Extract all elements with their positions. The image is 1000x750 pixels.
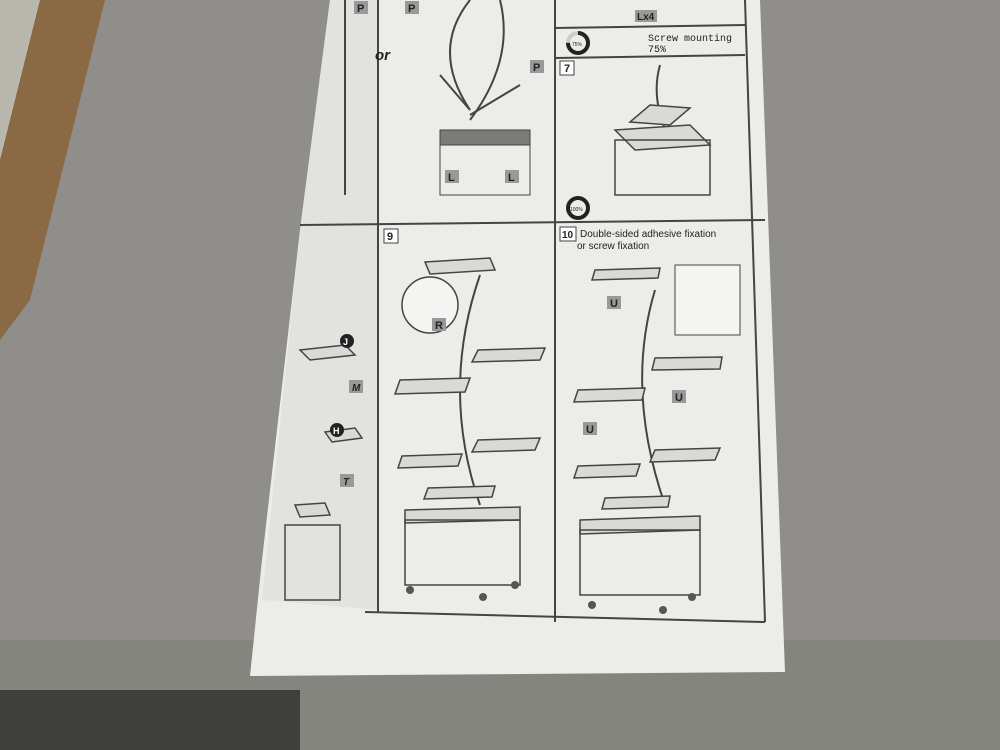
part-label: U: [675, 392, 683, 404]
progress-ring-icon: [566, 31, 590, 55]
step-number: 10: [562, 230, 574, 241]
board-edge: [0, 0, 40, 160]
step-9-panel: 9 R: [383, 228, 547, 601]
left-strip-panel: J M H T: [284, 334, 364, 601]
part-label: L: [448, 172, 455, 184]
part-label: T: [343, 477, 350, 488]
part-label: M: [352, 383, 361, 394]
top-left-panel: P P or P L L: [354, 0, 544, 196]
step-10-panel: 10 Double-sided adhesive fixation or scr…: [559, 226, 741, 614]
part-label: P: [357, 3, 364, 15]
part-label: P: [408, 3, 415, 15]
part-label: U: [586, 424, 594, 436]
part-label: J: [343, 337, 348, 347]
panel-divider: [299, 219, 766, 226]
step-number: 7: [564, 63, 570, 75]
panel-divider: [364, 611, 766, 623]
screw-mounting-caption: Screw mounting: [648, 33, 732, 45]
part-label: H: [333, 426, 340, 436]
panel-divider: [744, 0, 766, 623]
progress-ring-icon: [566, 196, 590, 220]
wooden-board: [0, 0, 105, 340]
part-label: L: [508, 172, 515, 184]
step-7-panel: 7 100%: [559, 60, 712, 220]
panel-divider: [554, 54, 746, 59]
panel-divider: [554, 24, 746, 29]
svg-text:100%: 100%: [570, 207, 583, 213]
svg-text:or screw fixation: or screw fixation: [577, 241, 649, 252]
step-number: 9: [387, 231, 393, 243]
count-badge: Lx4: [637, 12, 655, 23]
part-label: R: [435, 320, 443, 332]
black-mat: [0, 690, 300, 750]
top-right-panel: Lx4 75% Screw mounting 75%: [566, 10, 732, 56]
part-label: U: [610, 298, 618, 310]
or-text: or: [375, 47, 391, 64]
part-label: P: [533, 62, 540, 74]
step-10-title: Double-sided adhesive fixation: [580, 229, 716, 240]
svg-text:75%: 75%: [648, 45, 666, 56]
folded-strip: [262, 0, 378, 610]
svg-text:75%: 75%: [572, 42, 583, 48]
